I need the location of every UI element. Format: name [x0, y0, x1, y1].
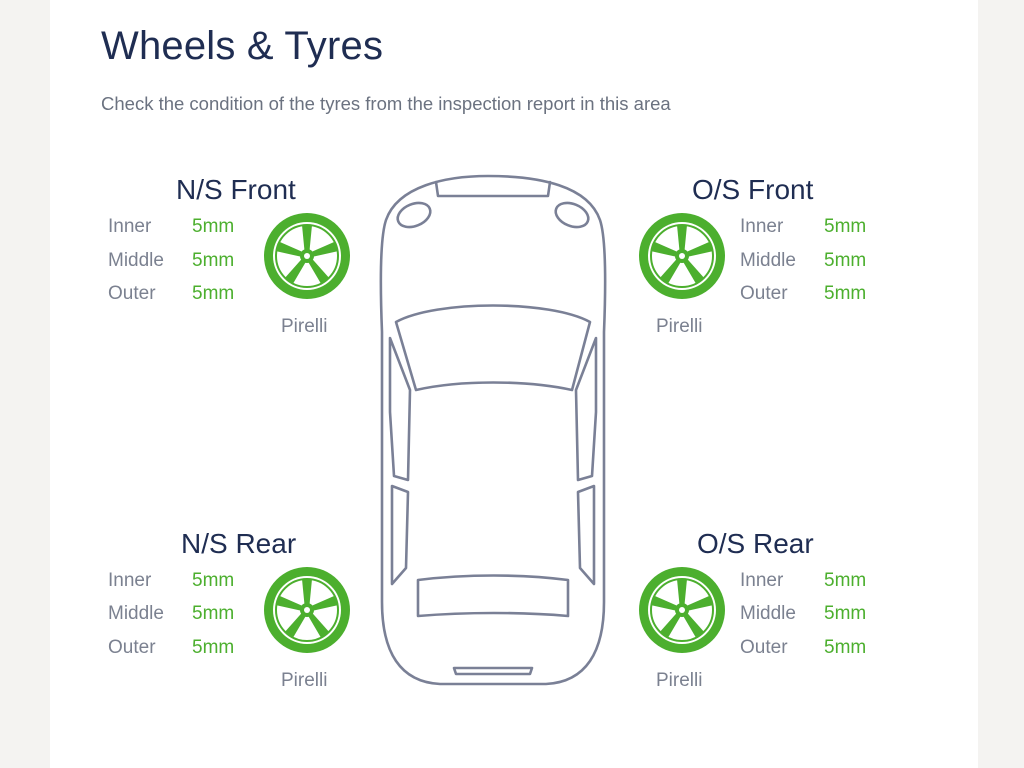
ns-front-outer-row: Outer — [108, 283, 156, 305]
wheel-icon — [262, 211, 352, 301]
os-rear-inner-row: Inner — [740, 570, 783, 592]
outer-label: Outer — [108, 637, 156, 658]
os-rear-brand: Pirelli — [656, 670, 703, 691]
ns-front-inner-value: 5mm — [192, 216, 235, 237]
os-front-outer-value: 5mm — [824, 283, 867, 304]
wheel-icon — [637, 565, 727, 655]
page-subtitle: Check the condition of the tyres from th… — [101, 93, 671, 114]
ns-front-brand: Pirelli — [281, 316, 328, 337]
inner-label: Inner — [740, 570, 784, 591]
os-front-brand: Pirelli — [656, 316, 703, 337]
wheel-icon — [637, 211, 727, 301]
middle-label: Middle — [740, 250, 796, 271]
middle-label: Middle — [740, 603, 796, 624]
ns-front-outer-value: 5mm — [192, 283, 235, 304]
ns-rear-outer-value: 5mm — [192, 637, 235, 658]
os-front-inner-value: 5mm — [824, 216, 867, 237]
os-rear-title: O/S Rear — [697, 528, 814, 559]
inner-label: Inner — [108, 570, 152, 591]
os-rear-middle-row: Middle — [740, 603, 796, 625]
ns-rear-middle-value: 5mm — [192, 603, 235, 624]
ns-front-title: N/S Front — [176, 174, 296, 205]
ns-rear-inner-value: 5mm — [192, 570, 235, 591]
ns-rear-middle-row: Middle — [108, 603, 164, 625]
wheel-icon — [262, 565, 352, 655]
os-front-inner-row: Inner — [740, 216, 783, 238]
inner-label: Inner — [740, 216, 784, 237]
ns-rear-brand: Pirelli — [281, 670, 328, 691]
ns-front-middle-value: 5mm — [192, 250, 235, 271]
os-front-middle-row: Middle — [740, 250, 796, 272]
outer-label: Outer — [108, 283, 156, 304]
ns-front-middle-row: Middle — [108, 250, 164, 272]
page-title: Wheels & Tyres — [101, 24, 384, 68]
os-front-middle-value: 5mm — [824, 250, 867, 271]
os-rear-inner-value: 5mm — [824, 570, 867, 591]
ns-rear-inner-row: Inner — [108, 570, 151, 592]
inner-label: Inner — [108, 216, 152, 237]
os-rear-outer-value: 5mm — [824, 637, 867, 658]
ns-rear-title: N/S Rear — [181, 528, 297, 559]
os-front-outer-row: Outer — [740, 283, 788, 305]
os-rear-outer-row: Outer — [740, 637, 788, 659]
os-front-title: O/S Front — [692, 174, 814, 205]
ns-front-inner-row: Inner — [108, 216, 151, 238]
ns-rear-outer-row: Outer — [108, 637, 156, 659]
outer-label: Outer — [740, 283, 788, 304]
middle-label: Middle — [108, 603, 164, 624]
os-rear-middle-value: 5mm — [824, 603, 867, 624]
outer-label: Outer — [740, 637, 788, 658]
middle-label: Middle — [108, 250, 164, 271]
car-top-view-icon — [379, 174, 607, 686]
